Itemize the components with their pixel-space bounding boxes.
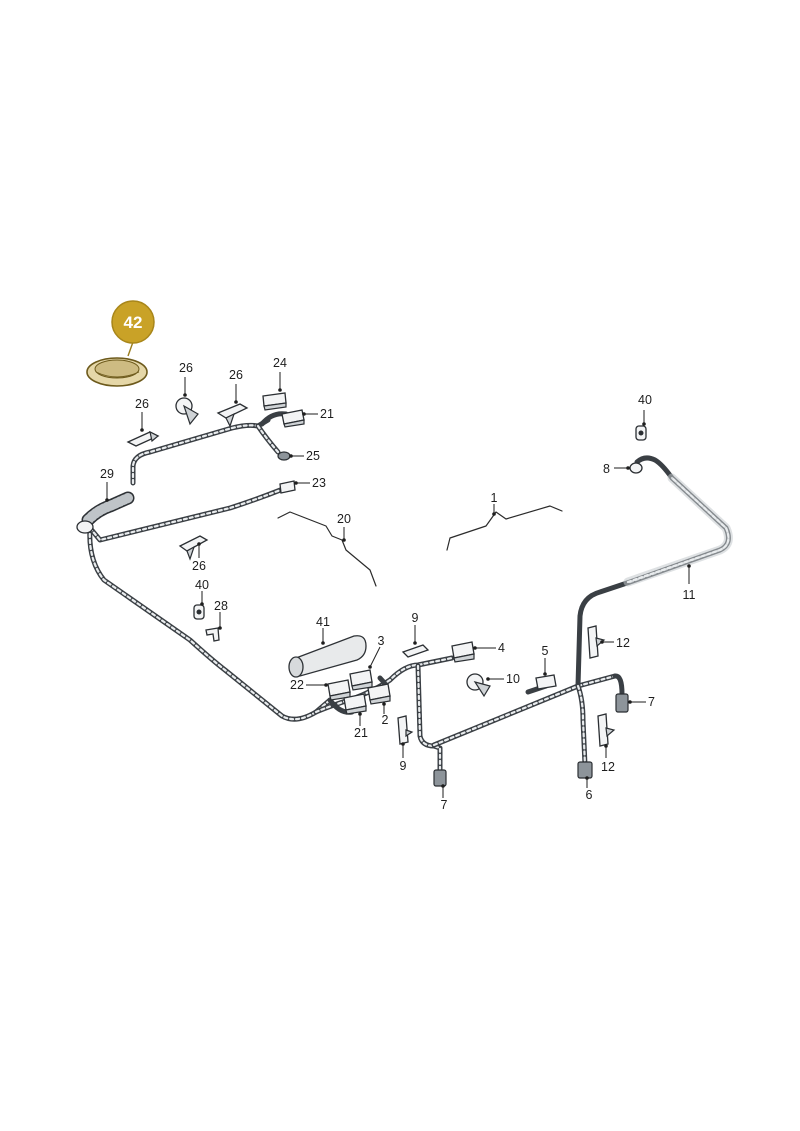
highlight-badge-42[interactable]: 42 [111, 300, 155, 357]
callout-26-left: 26 [135, 397, 149, 432]
clip-part-12-top [587, 625, 606, 659]
callout-label-24: 24 [273, 356, 287, 370]
callout-3: 3 [368, 634, 385, 669]
callout-label-21-bottom: 21 [354, 726, 368, 740]
connector-part-3 [349, 669, 373, 691]
holder-part-40-left [193, 604, 205, 620]
callout-40-left: 40 [195, 578, 209, 606]
plug-part-25 [277, 451, 291, 461]
callout-label-28: 28 [214, 599, 228, 613]
callout-label-27: 26 [179, 361, 193, 375]
callout-label-20: 20 [337, 512, 351, 526]
callout-label-25: 25 [306, 449, 320, 463]
callout-41: 41 [316, 615, 330, 645]
callout-label-12-bottom: 12 [601, 760, 615, 774]
callout-6: 6 [585, 776, 593, 802]
connector-part-6 [577, 761, 593, 779]
callout-2: 2 [382, 702, 389, 727]
clip-part-26-left [126, 430, 160, 447]
callout-20: 20 [337, 512, 351, 542]
callout-label-4: 4 [498, 641, 505, 655]
callout-9-top: 9 [412, 611, 419, 645]
connector-part-21-top [281, 409, 305, 428]
callout-23: 23 [294, 476, 326, 490]
grommet-part-10 [466, 673, 491, 698]
callout-label-10: 10 [506, 672, 520, 686]
callout-label-21-top: 21 [320, 407, 334, 421]
callout-label-3: 3 [378, 634, 385, 648]
holder-part-40-right [635, 425, 647, 441]
callout-label-22: 22 [290, 678, 304, 692]
callout-29: 29 [100, 467, 114, 502]
callout-label-9-bottom: 9 [400, 759, 407, 773]
callout-label-7-left: 7 [441, 798, 448, 812]
callout-label-40-right: 40 [638, 393, 652, 407]
callout-label-29: 29 [100, 467, 114, 481]
callout-1: 1 [491, 491, 498, 516]
connector-part-23 [279, 480, 296, 494]
callout-27: 26 [179, 361, 193, 397]
callout-10: 10 [486, 672, 520, 686]
connector-part-21-bottom [343, 693, 367, 715]
callout-9-bottom: 9 [400, 742, 407, 773]
callout-40-right: 40 [638, 393, 652, 426]
callout-label-6: 6 [586, 788, 593, 802]
bracket-part-28 [205, 627, 220, 642]
callout-11: 11 [683, 564, 696, 602]
highlight-badge-label: 42 [124, 313, 143, 332]
callout-label-7-right: 7 [648, 695, 655, 709]
clip-part-26-top [216, 403, 249, 428]
callout-26-lower: 26 [192, 542, 206, 573]
callout-5: 5 [542, 644, 549, 676]
callout-12-bottom: 12 [601, 744, 615, 774]
tube-part-41 [288, 635, 367, 678]
callout-21-bottom: 21 [354, 712, 368, 740]
corrugated-sleeve [76, 491, 135, 534]
callout-7-right: 7 [628, 695, 655, 709]
callout-label-2: 2 [382, 713, 389, 727]
callout-28: 28 [214, 599, 228, 630]
callout-label-8: 8 [603, 462, 610, 476]
callout-7-left: 7 [441, 784, 448, 812]
plug-part-8 [629, 462, 643, 474]
section-line-20 [277, 511, 377, 587]
callout-8: 8 [603, 462, 630, 476]
callout-label-11: 11 [683, 588, 696, 602]
section-line-1 [446, 505, 563, 551]
clip-part-26-lower [178, 535, 209, 561]
callout-label-23: 23 [312, 476, 326, 490]
connector-part-4 [451, 641, 475, 663]
connector-part-2 [367, 683, 391, 705]
connector-part-7-right [615, 693, 629, 713]
callout-label-9-top: 9 [412, 611, 419, 625]
callout-12-top: 12 [600, 636, 630, 650]
callout-label-5: 5 [542, 644, 549, 658]
callouts: 26 26 26 24 21 25 23 [100, 356, 695, 812]
connector-part-24 [262, 392, 287, 411]
clip-part-12-bottom [597, 713, 616, 747]
connector-part-5 [535, 674, 557, 690]
callout-25: 25 [289, 449, 320, 463]
callout-label-26-left: 26 [135, 397, 149, 411]
grommet-part-27 [175, 397, 199, 426]
clip-part-9-bottom [397, 715, 414, 745]
callout-label-41: 41 [316, 615, 330, 629]
callout-26-top: 26 [229, 368, 243, 404]
callout-label-40-left: 40 [195, 578, 209, 592]
callout-label-26-lower: 26 [192, 559, 206, 573]
callout-4: 4 [473, 641, 505, 655]
cap-part-42 [86, 357, 148, 387]
clip-part-9-top [401, 644, 430, 658]
callout-label-12-top: 12 [616, 636, 630, 650]
callout-22: 22 [290, 678, 328, 692]
connector-part-7-left [433, 769, 447, 787]
callout-21-top: 21 [302, 407, 334, 421]
callout-label-26-top: 26 [229, 368, 243, 382]
callout-label-1: 1 [491, 491, 498, 505]
callout-24: 24 [273, 356, 287, 392]
